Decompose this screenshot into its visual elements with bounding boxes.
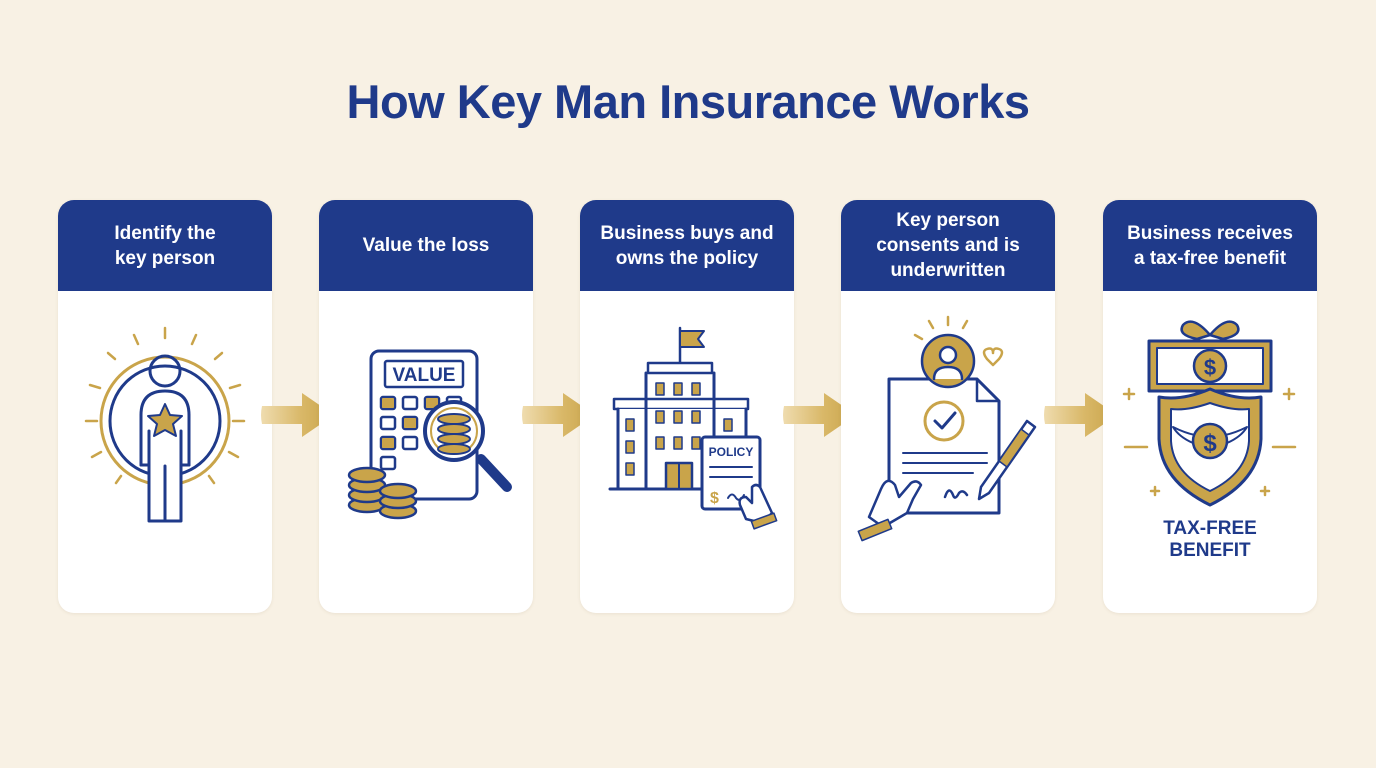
step-title: Value the loss (362, 235, 490, 256)
shield-money-icon: $ $ TAX-FREE BENEFIT (1122, 320, 1297, 561)
step-illustration: POLICY $ (580, 291, 794, 613)
step-header: Business receives a tax-free benefit (1103, 200, 1317, 291)
dollar-sign-icon: $ (1203, 430, 1217, 457)
step-illustration: $ $ TAX-FREE BENEFIT (1103, 291, 1317, 613)
dollar-sign-icon: $ (710, 490, 719, 507)
policy-label: POLICY (709, 445, 754, 459)
building-policy-icon: POLICY $ (608, 326, 778, 530)
step-arrow-icon (522, 393, 595, 437)
calculator-magnifier-icon: VALUE (347, 349, 512, 520)
benefit-label: BENEFIT (1169, 540, 1251, 561)
step-header: Key person consents and is underwritten (841, 200, 1055, 291)
signed-document-icon (857, 315, 1037, 542)
page-title: How Key Man Insurance Works (346, 75, 1031, 128)
step-title: Business receives a tax-free benefit (1127, 222, 1293, 269)
step-card-value: Value the loss VALUE (319, 200, 533, 613)
step-title: Key person consents and is underwritten (876, 210, 1020, 281)
value-label: VALUE (393, 365, 456, 386)
person-star-icon (84, 326, 246, 523)
step-header: Identify the key person (58, 200, 272, 291)
step-header: Value the loss (319, 200, 533, 291)
step-arrow-icon (783, 393, 856, 437)
step-illustration: VALUE (319, 291, 533, 613)
tax-free-label: TAX-FREE (1163, 518, 1257, 539)
step-title: Business buys and owns the policy (600, 222, 774, 269)
step-card-buy-policy: Business buys and owns the policy POLICY (580, 200, 794, 613)
step-header: Business buys and owns the policy (580, 200, 794, 291)
step-arrow-icon (261, 393, 334, 437)
step-arrow-icon (1044, 393, 1117, 437)
step-card-benefit: Business receives a tax-free benefit $ $… (1103, 200, 1317, 613)
dollar-sign-icon: $ (1204, 355, 1216, 380)
step-illustration (841, 291, 1055, 613)
step-card-consent: Key person consents and is underwritten (841, 200, 1055, 613)
step-illustration (58, 291, 272, 613)
step-title: Identify the key person (114, 222, 216, 269)
step-card-identify: Identify the key person (58, 200, 272, 613)
